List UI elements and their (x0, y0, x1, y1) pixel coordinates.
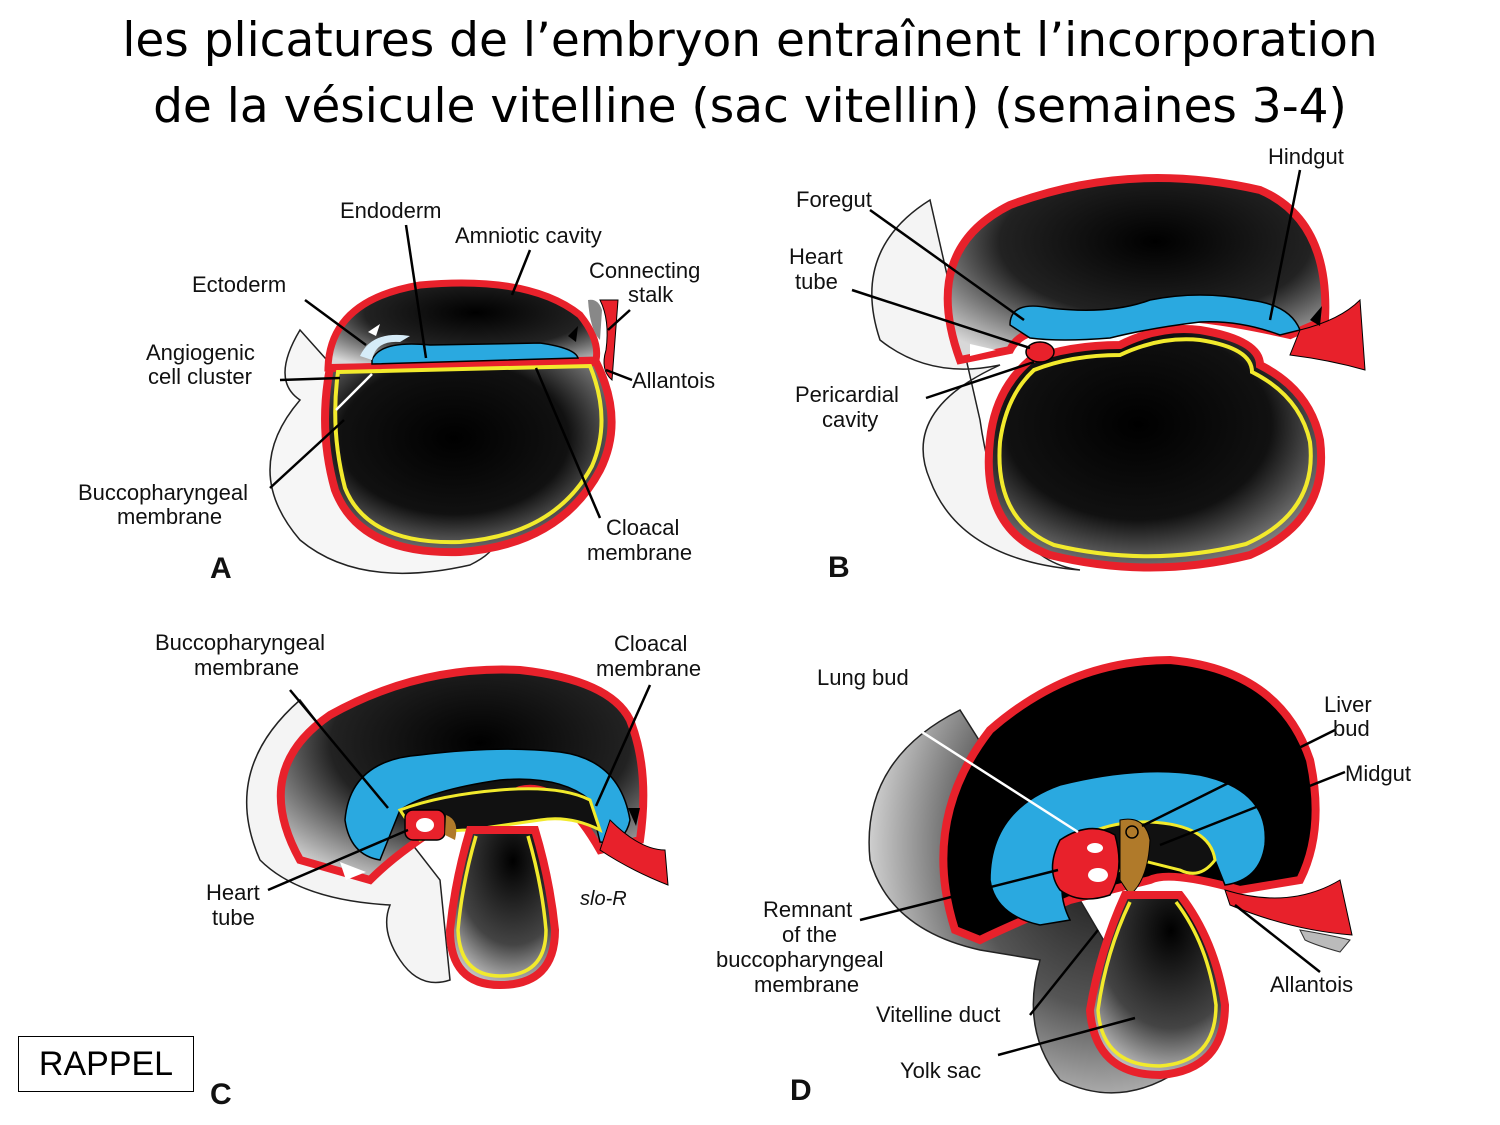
label-connecting-stalk-1: Connecting (589, 258, 700, 283)
panel-letter-d: D (790, 1074, 812, 1107)
panel-a-yolk-sac (321, 357, 616, 557)
panel-d-heart-lumen-2 (1088, 868, 1108, 882)
panel-c-labels: Buccopharyngeal membrane Cloacal membran… (155, 630, 701, 1111)
label-bucco-c-1: Buccopharyngeal (155, 630, 325, 655)
label-amniotic-cavity: Amniotic cavity (455, 223, 602, 248)
panel-letter-a: A (210, 552, 232, 585)
panel-d (868, 655, 1353, 1094)
label-lung-bud: Lung bud (817, 665, 909, 690)
label-angiogenic-1: Angiogenic (146, 340, 255, 365)
panel-c-liver-primordium (445, 815, 457, 840)
panel-b-black-arrow (1310, 306, 1322, 326)
leader-lines (267, 169, 1346, 1057)
label-heart-b-2: tube (795, 269, 838, 294)
label-connecting-stalk-2: stalk (628, 282, 674, 307)
label-vitelline-duct: Vitelline duct (876, 1002, 1000, 1027)
panel-c (245, 665, 669, 990)
panel-b-amniotic-blue (1009, 294, 1302, 341)
panel-letter-c: C (210, 1078, 232, 1111)
panel-d-heart (1051, 827, 1120, 900)
label-heart-c-2: tube (212, 905, 255, 930)
label-remnant-2: of the (782, 922, 837, 947)
panel-c-black-arrow (628, 808, 640, 826)
label-yolk-sac: Yolk sac (900, 1058, 981, 1083)
panel-c-yolk-endoderm (456, 835, 548, 978)
label-liver-2: bud (1333, 716, 1370, 741)
panel-a (269, 279, 619, 575)
label-heart-c-1: Heart (206, 880, 260, 905)
signature: slo-R (580, 888, 627, 910)
label-midgut: Midgut (1345, 761, 1411, 786)
panel-a-connecting-stalk (599, 299, 619, 382)
label-angiogenic-2: cell cluster (148, 364, 252, 389)
label-liver-1: Liver (1324, 692, 1372, 717)
label-heart-b-1: Heart (789, 244, 843, 269)
panel-d-liver-node (1125, 825, 1139, 839)
label-allantois-a: Allantois (632, 368, 715, 393)
panel-a-endoderm-line (333, 363, 604, 545)
panel-c-white-arrow (340, 862, 366, 880)
panel-b (871, 174, 1366, 572)
label-cloacal-a-2: membrane (587, 540, 692, 565)
panel-letter-b: B (828, 551, 850, 584)
panel-d-stalk-tip (1299, 929, 1351, 953)
panel-d-allantois-stalk (1224, 879, 1353, 936)
panel-b-labels: Hindgut Foregut Heart tube Pericardial c… (789, 144, 1344, 584)
panel-d-heart-lumen-1 (1087, 843, 1103, 853)
panel-b-endoderm-line (997, 337, 1313, 559)
label-pericardial-1: Pericardial (795, 382, 899, 407)
panel-d-labels: Lung bud Liver bud Midgut Remnant of the… (716, 665, 1411, 1107)
label-remnant-3: buccopharyngeal (716, 947, 884, 972)
panel-b-allantois-stalk (1289, 298, 1366, 371)
label-hindgut: Hindgut (1268, 144, 1344, 169)
panel-c-heart-lumen (416, 818, 434, 832)
label-ectoderm: Ectoderm (192, 272, 286, 297)
label-allantois-d: Allantois (1270, 972, 1353, 997)
title-line-1: les plicatures de l’embryon entraînent l… (122, 13, 1378, 68)
slide-title: les plicatures de l’embryon entraînent l… (0, 8, 1500, 140)
panel-a-ectoderm-pale (360, 334, 410, 360)
panel-a-black-arrow (568, 326, 578, 342)
panel-a-labels: Endoderm Amniotic cavity Ectoderm Connec… (78, 198, 715, 585)
label-bucco-c-2: membrane (194, 655, 299, 680)
label-cloacal-a-1: Cloacal (606, 515, 679, 540)
label-bucco-a-1: Buccopharyngeal (78, 480, 248, 505)
label-cloacal-c-2: membrane (596, 656, 701, 681)
panel-d-yolk-endoderm (1096, 900, 1218, 1068)
label-bucco-a-2: membrane (117, 504, 222, 529)
label-foregut: Foregut (796, 187, 872, 212)
title-line-2: de la vésicule vitelline (sac vitellin) … (153, 79, 1347, 134)
panel-c-allantois-stalk (599, 819, 669, 886)
white-leader-lines (335, 373, 1079, 834)
panel-c-yolk-sac (445, 826, 560, 990)
panel-b-yolk-sac (984, 325, 1326, 572)
panel-a-white-arrow (368, 324, 380, 336)
panel-a-connecting-stalk-tip (588, 299, 602, 340)
label-cloacal-c-1: Cloacal (614, 631, 687, 656)
label-endoderm-a: Endoderm (340, 198, 442, 223)
label-remnant-4: membrane (754, 972, 859, 997)
rappel-badge: RAPPEL (18, 1036, 194, 1092)
label-pericardial-2: cavity (822, 407, 878, 432)
panel-d-yolk-sac (1085, 891, 1230, 1080)
panel-b-heart-tube (1025, 341, 1055, 363)
panel-b-white-arrow (970, 344, 996, 356)
label-remnant-1: Remnant (763, 897, 852, 922)
